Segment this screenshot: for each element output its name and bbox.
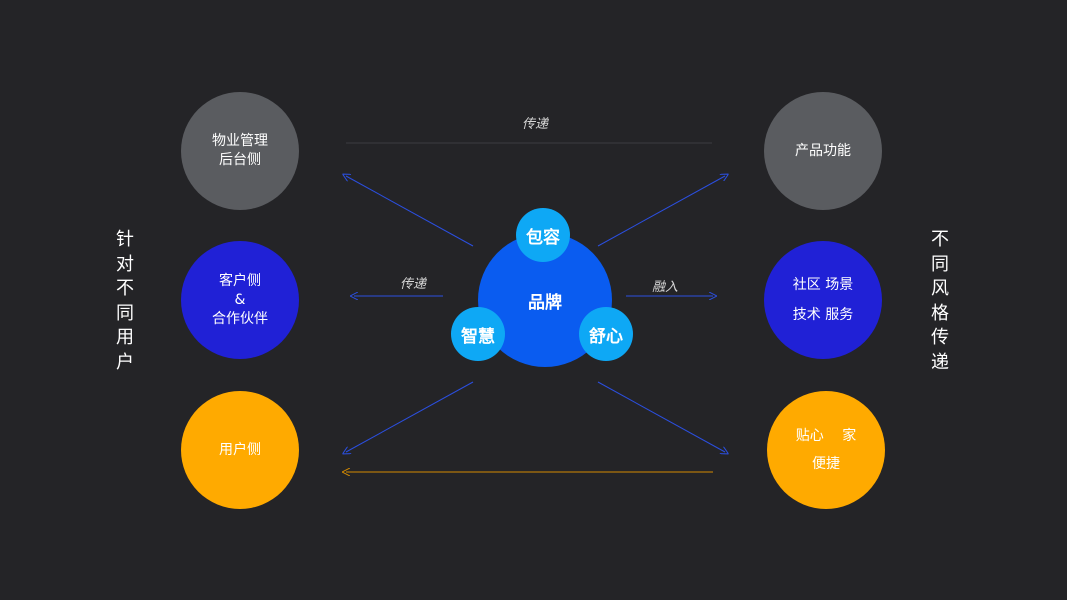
- node-label: 物业管理: [212, 133, 268, 149]
- node-label: 技术 服务: [792, 307, 854, 323]
- arrow-to-right-top: [597, 176, 725, 247]
- node-label: 便捷: [812, 456, 840, 472]
- right-title-char: 传: [931, 327, 949, 348]
- arrow-to-left-top: [346, 176, 474, 247]
- right-title-char: 不: [931, 229, 949, 250]
- node-client-partner: 客户侧 & 合作伙伴: [181, 241, 299, 359]
- node-property-admin: 物业管理 后台侧: [181, 92, 299, 210]
- left-title-char: 户: [116, 351, 134, 373]
- petal-inclusive: 包容: [516, 208, 570, 262]
- right-title-char: 格: [931, 302, 949, 324]
- petal-comfort: 舒心: [579, 307, 633, 361]
- node-label: 客户侧: [219, 272, 261, 289]
- right-title-char: 同: [931, 253, 949, 275]
- left-title-char: 同: [116, 302, 134, 324]
- node-label: 贴心 家: [795, 428, 857, 444]
- left-vertical-title: 针 对 不 同 用 户: [113, 228, 137, 375]
- node-care-home: 贴心 家 便捷: [767, 391, 885, 509]
- label-deliver-left: 传递: [400, 277, 427, 292]
- node-product-features: 产品功能: [764, 92, 882, 210]
- left-title-char: 对: [116, 253, 134, 275]
- petal-label: 舒心: [589, 326, 623, 347]
- arrow-to-right-bottom: [597, 381, 725, 452]
- node-label: 后台侧: [219, 152, 261, 168]
- right-title-char: 风: [931, 278, 949, 299]
- node-label: 合作伙伴: [212, 310, 268, 327]
- node-user-side: 用户侧: [181, 391, 299, 509]
- node-label: 社区 场景: [792, 277, 854, 293]
- left-title-char: 针: [116, 229, 134, 250]
- label-integrate-right: 融入: [652, 280, 679, 295]
- right-title-char: 递: [931, 351, 949, 373]
- petal-label: 智慧: [461, 326, 495, 347]
- label-deliver-top: 传递: [522, 117, 549, 132]
- node-label: &: [234, 291, 246, 308]
- petal-wisdom: 智慧: [451, 307, 505, 361]
- right-vertical-title: 不 同 风 格 传 递: [928, 228, 952, 375]
- left-title-char: 用: [116, 327, 134, 348]
- node-label: 用户侧: [219, 441, 261, 458]
- left-title-char: 不: [116, 278, 134, 299]
- petal-label: 包容: [526, 227, 560, 248]
- brand-label: 品牌: [528, 292, 562, 313]
- arrow-to-left-bottom: [346, 381, 474, 452]
- node-label: 产品功能: [795, 142, 851, 159]
- node-community-tech: 社区 场景 技术 服务: [764, 241, 882, 359]
